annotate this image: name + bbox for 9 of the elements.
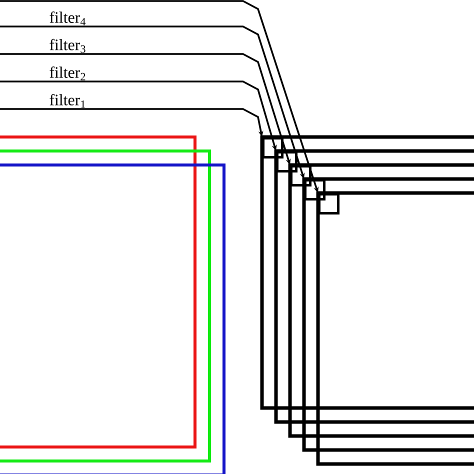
filter-label: filter$_{1}$	[50, 94, 86, 108]
filter-label: filter$_{2}$	[50, 66, 86, 80]
filter-window	[276, 151, 298, 172]
filter-label: filter$_{3}$	[50, 38, 86, 53]
filter-label: filter$_{4}$	[50, 12, 86, 26]
filter-window	[290, 165, 312, 186]
filter-window	[262, 137, 284, 158]
filter-window	[318, 193, 340, 214]
filter-window	[304, 179, 326, 200]
